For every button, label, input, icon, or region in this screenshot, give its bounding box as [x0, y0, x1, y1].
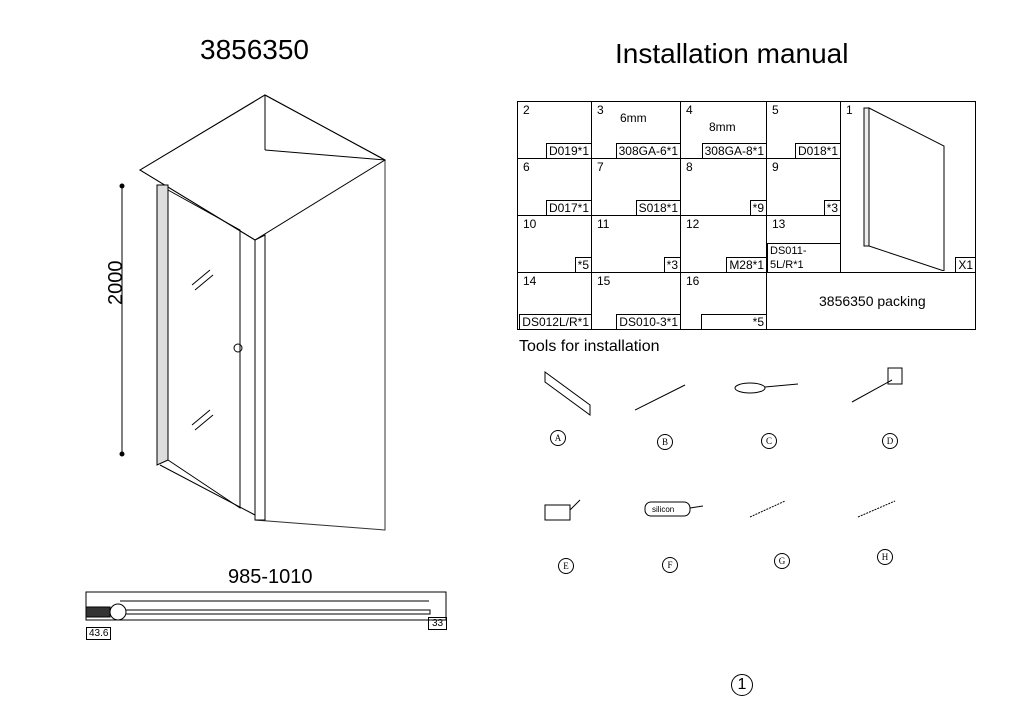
- left-profile-dimension: 43.6: [86, 627, 112, 640]
- height-dimension: 2000: [105, 260, 127, 306]
- part-cell: 9*3: [767, 159, 841, 216]
- hammer-icon: [851, 367, 903, 403]
- tool-label-b: B: [657, 434, 673, 450]
- tool-label-f: F: [662, 557, 678, 573]
- top-view-drawing: [85, 591, 447, 621]
- part-cell: 16*5: [681, 273, 767, 330]
- level-icon: [544, 371, 591, 416]
- pencil-icon: [634, 384, 686, 411]
- right-profile-dimension: 33: [428, 617, 448, 630]
- part-cell: 8*9: [681, 159, 767, 216]
- model-number: 3856350: [200, 34, 310, 65]
- drill-icon: [544, 499, 581, 521]
- part-cell: 11*3: [592, 216, 681, 273]
- tool-label-c: C: [761, 433, 777, 449]
- part-cell: 10*5: [518, 216, 592, 273]
- packing-cell: 3856350 packing: [819, 293, 926, 309]
- silicone-gun-icon: [644, 501, 704, 517]
- tool-label-h: H: [877, 549, 893, 565]
- drill-bit-icon: [749, 500, 786, 518]
- tool-label-d: D: [882, 433, 898, 449]
- tools-illustrations: [544, 367, 903, 521]
- silicon-label: silicon: [652, 505, 675, 514]
- tool-label-g: G: [774, 553, 790, 569]
- drill-bit-icon: [857, 500, 896, 518]
- screwdriver-icon: [734, 382, 799, 394]
- enclosure-drawing: [119, 94, 386, 531]
- tool-label-a: A: [550, 430, 566, 446]
- tool-label-e: E: [558, 558, 574, 574]
- tools-heading: Tools for installation: [519, 338, 660, 355]
- part-cell-door-panel: 1 X1: [841, 102, 976, 273]
- width-dimension: 985-1010: [228, 566, 313, 588]
- page-number: 1: [731, 674, 753, 696]
- page-title: Installation manual: [615, 38, 849, 69]
